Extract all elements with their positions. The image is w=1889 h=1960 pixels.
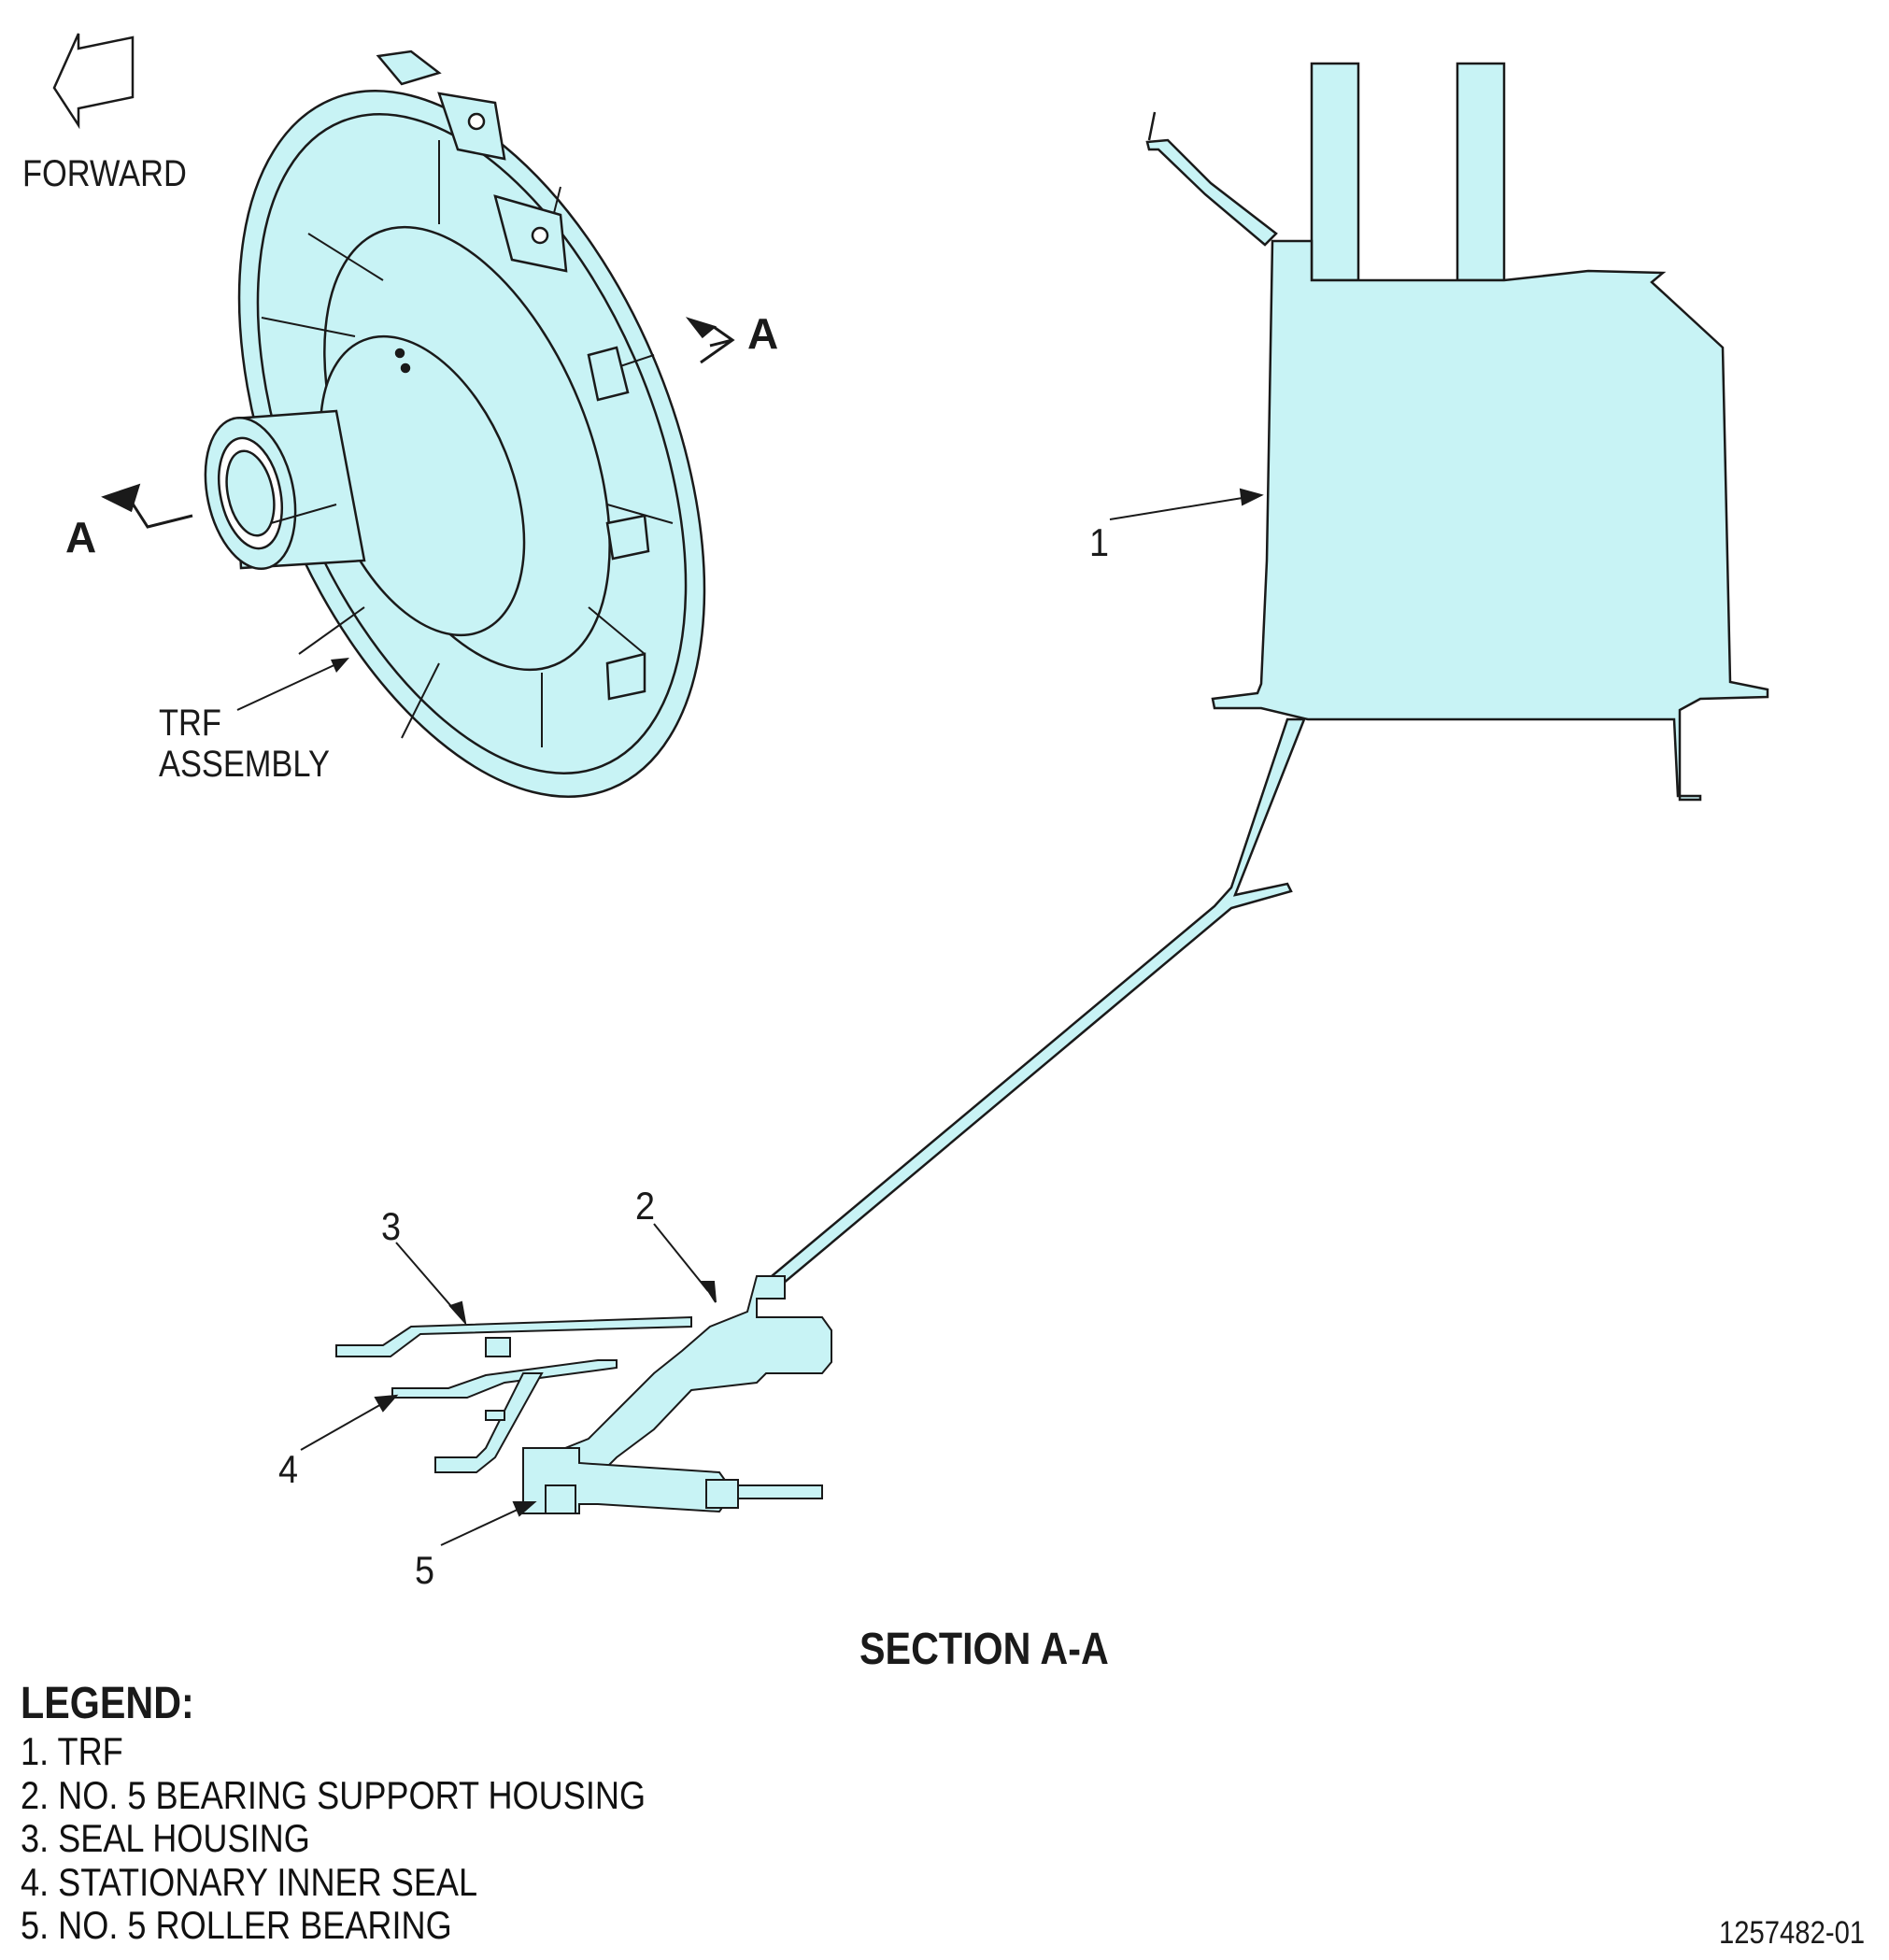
forward-arrow-icon: [52, 33, 135, 130]
section-cut-marker-top: [685, 317, 735, 364]
legend-item: 4. STATIONARY INNER SEAL: [21, 1859, 478, 1904]
section-title: SECTION A-A: [859, 1625, 1109, 1674]
callout-5: 5: [415, 1548, 435, 1592]
section-marker-label-top: A: [747, 309, 779, 358]
bearing-housing-section: [335, 1275, 832, 1514]
seal-housing: [335, 1315, 692, 1357]
section-cut-marker-left: [101, 483, 193, 529]
trf-assembly-label: TRF ASSEMBLY: [159, 703, 330, 785]
stationary-inner-seal: [391, 1359, 618, 1399]
callout-leaders: [300, 488, 1264, 1546]
legend-item: 5. NO. 5 ROLLER BEARING: [21, 1903, 452, 1947]
bearing-support-housing: [541, 1275, 832, 1493]
no5-roller-bearing: [522, 1447, 823, 1514]
legend-item: 3. SEAL HOUSING: [21, 1816, 310, 1860]
legend-item: 1. TRF: [21, 1729, 123, 1773]
trf-section-frame: [1145, 62, 1769, 802]
callout-3: 3: [381, 1204, 402, 1248]
trf-strut-section: [769, 717, 1306, 1285]
forward-label: FORWARD: [22, 153, 187, 194]
callout-4: 4: [278, 1447, 299, 1491]
section-marker-label-left: A: [65, 513, 97, 561]
legend-item: 2. NO. 5 BEARING SUPPORT HOUSING: [21, 1772, 646, 1817]
document-id: 1257482-01: [1719, 1915, 1866, 1951]
trf-assembly-illustration: [204, 50, 706, 798]
callout-1: 1: [1089, 520, 1110, 564]
legend-list: 1. TRF 2. NO. 5 BEARING SUPPORT HOUSING …: [21, 1729, 747, 1948]
trf-assembly-leader: [236, 658, 349, 711]
trf-assembly-label-line1: TRF: [159, 703, 221, 744]
legend-title: LEGEND:: [21, 1679, 194, 1728]
callout-2: 2: [635, 1184, 656, 1228]
trf-assembly-label-line2: ASSEMBLY: [159, 744, 330, 785]
